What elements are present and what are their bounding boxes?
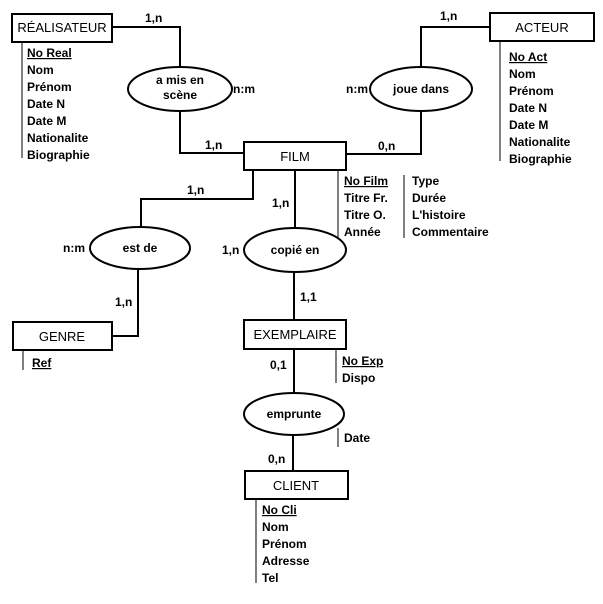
entity-film[interactable]: FILM [243, 141, 347, 171]
entity-genre[interactable]: GENRE [12, 321, 113, 351]
attribute-key: Ref [32, 356, 52, 370]
attributes-film: No Film Titre Fr. Titre O. Année Type Du… [344, 174, 489, 239]
relation-est-de[interactable]: est de [89, 226, 191, 270]
relation-type-label: 1,n [222, 243, 239, 257]
cardinality-label: 1,n [145, 11, 162, 25]
entity-exemplaire[interactable]: EXEMPLAIRE [243, 319, 347, 350]
relation-a-mis-en-scene[interactable]: a mis en scène [127, 66, 233, 112]
cardinality-label: 0,n [378, 139, 395, 153]
attribute-key: No Real [27, 46, 72, 60]
attribute: Nationalite [509, 135, 571, 149]
relation-copie-en[interactable]: copié en [243, 227, 347, 273]
attribute: Date [344, 431, 370, 445]
attribute: Adresse [262, 554, 310, 568]
attribute: Commentaire [412, 225, 489, 239]
attribute: Année [344, 225, 381, 239]
relation-label: joue dans [392, 82, 449, 96]
link-acteur-joue [420, 26, 490, 67]
entity-client[interactable]: CLIENT [244, 470, 349, 500]
relation-label: scène [163, 88, 197, 102]
cardinality-label: 1,n [205, 138, 222, 152]
entity-title: EXEMPLAIRE [253, 327, 336, 342]
relation-joue-dans[interactable]: joue dans [369, 66, 473, 112]
link-amis-film [179, 111, 244, 154]
attribute: Prénom [262, 537, 307, 551]
cardinality-label: 1,n [272, 196, 289, 210]
attribute: Prénom [27, 80, 72, 94]
attribute: Prénom [509, 84, 554, 98]
relation-type-label: n:m [346, 82, 368, 96]
cardinality-label: 0,n [268, 452, 285, 466]
attribute: Date M [509, 118, 548, 132]
attribute-key: No Cli [262, 503, 297, 517]
cardinality-label: 1,1 [300, 290, 317, 304]
relation-label: a mis en [156, 73, 204, 87]
attribute: Type [412, 174, 439, 188]
link-joue-film [346, 111, 422, 155]
attribute: Dispo [342, 371, 375, 385]
attribute: Titre Fr. [344, 191, 388, 205]
attribute: Date N [27, 97, 65, 111]
attribute-key: No Act [509, 50, 547, 64]
entity-title: FILM [280, 149, 310, 164]
attributes-client: No Cli Nom Prénom Adresse Tel [262, 503, 310, 585]
attribute: Nom [27, 63, 54, 77]
attribute-key: No Film [344, 174, 388, 188]
attributes-genre: Ref [32, 356, 52, 370]
attributes-exemplaire: No Exp Dispo [342, 354, 383, 385]
entity-title: RÉALISATEUR [17, 20, 106, 35]
link-realisateur-amis [112, 26, 181, 67]
relation-label: copié en [271, 243, 320, 257]
attributes-acteur: No Act Nom Prénom Date N Date M National… [509, 50, 572, 166]
attribute: Biographie [27, 148, 90, 162]
attribute: L'histoire [412, 208, 466, 222]
relation-label: emprunte [267, 407, 322, 421]
link-estde-genre [112, 266, 139, 337]
attributes-emprunte: Date [344, 431, 370, 445]
entity-title: CLIENT [273, 478, 319, 493]
cardinality-label: 1,n [440, 9, 457, 23]
attribute: Durée [412, 191, 446, 205]
attribute: Date N [509, 101, 547, 115]
attributes-realisateur: No Real Nom Prénom Date N Date M Nationa… [27, 46, 90, 162]
entity-title: ACTEUR [515, 20, 568, 35]
cardinality-label: 1,n [187, 183, 204, 197]
cardinality-label: 1,n [115, 295, 132, 309]
attribute: Nom [262, 520, 289, 534]
attribute: Titre O. [344, 208, 386, 222]
relation-type-label: n:m [233, 82, 255, 96]
cardinality-label: 0,1 [270, 358, 287, 372]
relation-label: est de [123, 241, 158, 255]
cardinalities: 1,n n:m 1,n 1,n n:m 0,n 1,n n:m 1,n 1,n … [63, 9, 457, 466]
attribute: Nationalite [27, 131, 89, 145]
entity-acteur[interactable]: ACTEUR [489, 12, 595, 42]
attribute: Nom [509, 67, 536, 81]
attribute: Date M [27, 114, 66, 128]
attribute: Tel [262, 571, 278, 585]
connectors [112, 26, 490, 471]
entity-realisateur[interactable]: RÉALISATEUR [11, 13, 113, 43]
attribute-key: No Exp [342, 354, 383, 368]
relation-emprunte[interactable]: emprunte [243, 392, 345, 436]
attribute: Biographie [509, 152, 572, 166]
attribute-bars [21, 42, 501, 583]
entity-title: GENRE [39, 329, 86, 344]
relation-type-label: n:m [63, 241, 85, 255]
link-film-estde [140, 170, 254, 226]
